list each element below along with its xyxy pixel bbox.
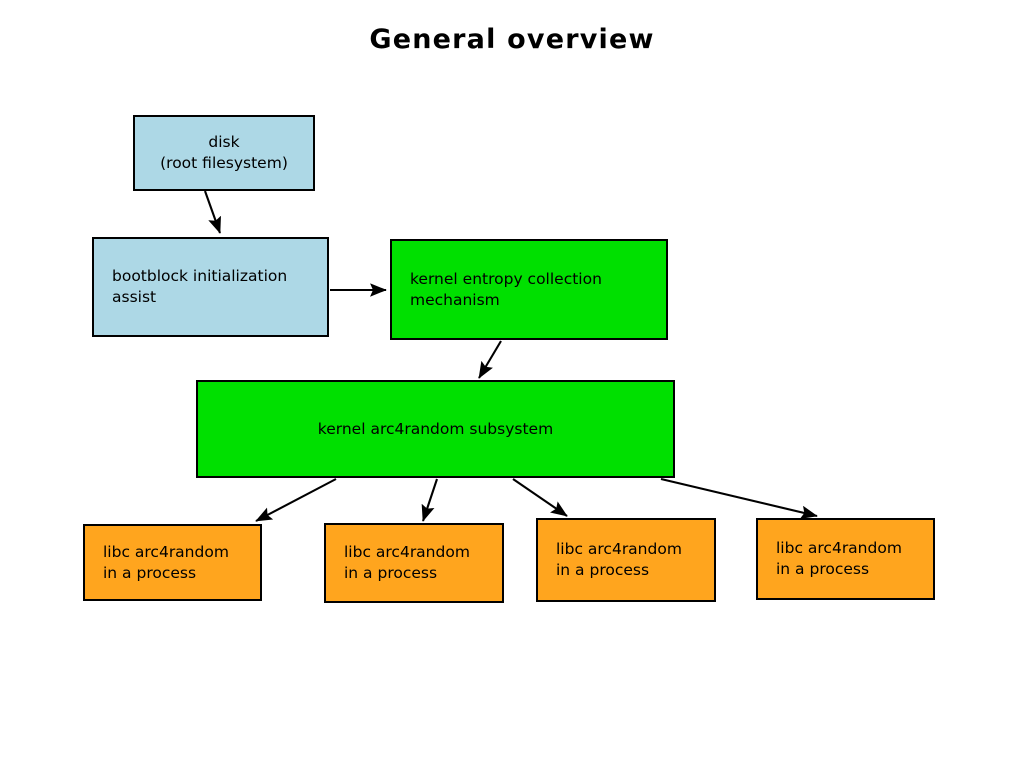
node-bootblock[interactable]: bootblock initialization assist <box>92 237 329 337</box>
node-libc4[interactable]: libc arc4random in a process <box>756 518 935 600</box>
node-label: libc arc4random in a process <box>344 543 470 582</box>
node-label: bootblock initialization assist <box>112 267 288 306</box>
node-label: kernel entropy collection mechanism <box>410 269 602 309</box>
node-label: libc arc4random in a process <box>776 539 902 578</box>
node-entropy[interactable]: kernel entropy collection mechanism <box>390 239 668 340</box>
page-title: General overview <box>369 24 655 55</box>
node-label: disk (root filesystem) <box>160 133 288 172</box>
node-arc4random[interactable]: kernel arc4random subsystem <box>196 380 675 478</box>
node-label: libc arc4random in a process <box>556 540 682 579</box>
edges <box>204 190 818 522</box>
node-libc2[interactable]: libc arc4random in a process <box>324 523 504 603</box>
node-libc3[interactable]: libc arc4random in a process <box>536 518 716 602</box>
edge-entropy-to-arc4random <box>478 340 502 379</box>
edge-arc4random-to-libc2 <box>421 478 438 522</box>
node-label: kernel arc4random subsystem <box>317 419 554 438</box>
edge-arc4random-to-libc1 <box>255 478 337 522</box>
node-libc1[interactable]: libc arc4random in a process <box>83 524 262 601</box>
node-label: libc arc4random in a process <box>103 542 229 582</box>
edge-disk-to-bootblock <box>204 190 221 234</box>
node-disk[interactable]: disk (root filesystem) <box>133 115 315 191</box>
edge-arc4random-to-libc3 <box>512 478 568 517</box>
edge-arc4random-to-libc4 <box>660 477 818 519</box>
